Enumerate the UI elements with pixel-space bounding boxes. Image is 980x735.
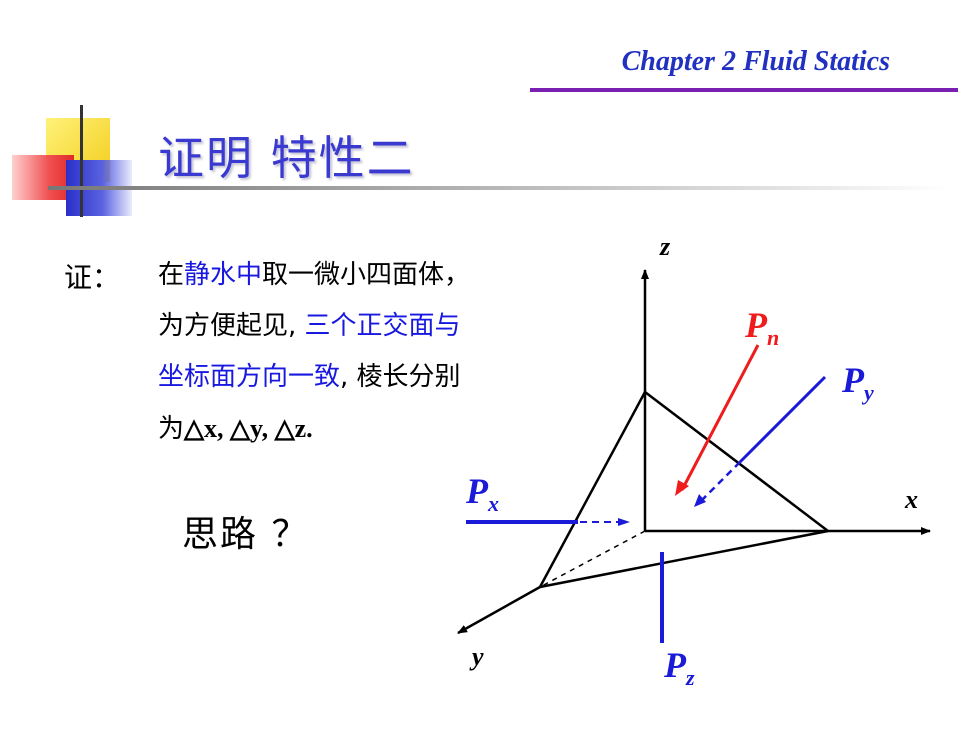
axis-y-label: y — [469, 642, 484, 671]
edge-apex-y — [538, 391, 647, 588]
proof-highlight: 坐标面方向一致 — [158, 362, 341, 392]
force-px-arrowhead — [618, 518, 630, 526]
proof-text-span: 为 — [158, 414, 185, 444]
force-py-arrow — [738, 375, 827, 464]
force-pn-label: Pn — [744, 305, 779, 350]
edge-apex-x — [644, 391, 829, 532]
force-pn-arrowhead — [675, 480, 689, 496]
title-divider — [48, 186, 948, 190]
decor-red-square — [12, 155, 74, 200]
axis-z-label: z — [659, 232, 671, 261]
proof-highlight: 静水中 — [184, 260, 263, 290]
proof-highlight: 三个正交面与 — [304, 311, 461, 341]
chapter-header: Chapter 2 Fluid Statics — [621, 46, 890, 77]
axis-x-label: x — [904, 485, 918, 514]
proof-text-span: 取一微小四面体， — [262, 260, 471, 290]
proof-label: 证： — [64, 261, 121, 294]
proof-text: 在静水中取一微小四面体， 为方便起见, 三个正交面与 坐标面方向一致, 棱长分别… — [158, 250, 548, 455]
proof-line-4: 为△x, △y, △z. — [158, 403, 548, 455]
decor-vertical-bar — [80, 105, 83, 217]
force-py-arrowhead — [694, 494, 706, 507]
slide-title: 证明 特性二 — [158, 131, 415, 185]
force-py-label: Py — [841, 360, 874, 405]
proof-text-span: , 棱长分别 — [340, 362, 461, 392]
proof-line-3: 坐标面方向一致, 棱长分别 — [158, 352, 548, 403]
proof-math: △x, △y, △z. — [184, 414, 313, 443]
idea-question: 思路 ？ — [182, 514, 310, 555]
proof-line-2: 为方便起见, 三个正交面与 — [158, 301, 548, 352]
force-pn-arrow — [680, 344, 760, 491]
edge-y-x — [539, 529, 829, 589]
force-pz-label: Pz — [663, 645, 695, 690]
proof-text-span: 在 — [158, 260, 185, 290]
y-axis — [457, 585, 541, 635]
force-px-label: Px — [465, 471, 499, 516]
chapter-underline — [530, 88, 958, 92]
proof-line-1: 在静水中取一微小四面体， — [158, 250, 548, 301]
proof-text-span: 为方便起见, — [158, 311, 305, 341]
force-py-dashed — [699, 461, 741, 503]
